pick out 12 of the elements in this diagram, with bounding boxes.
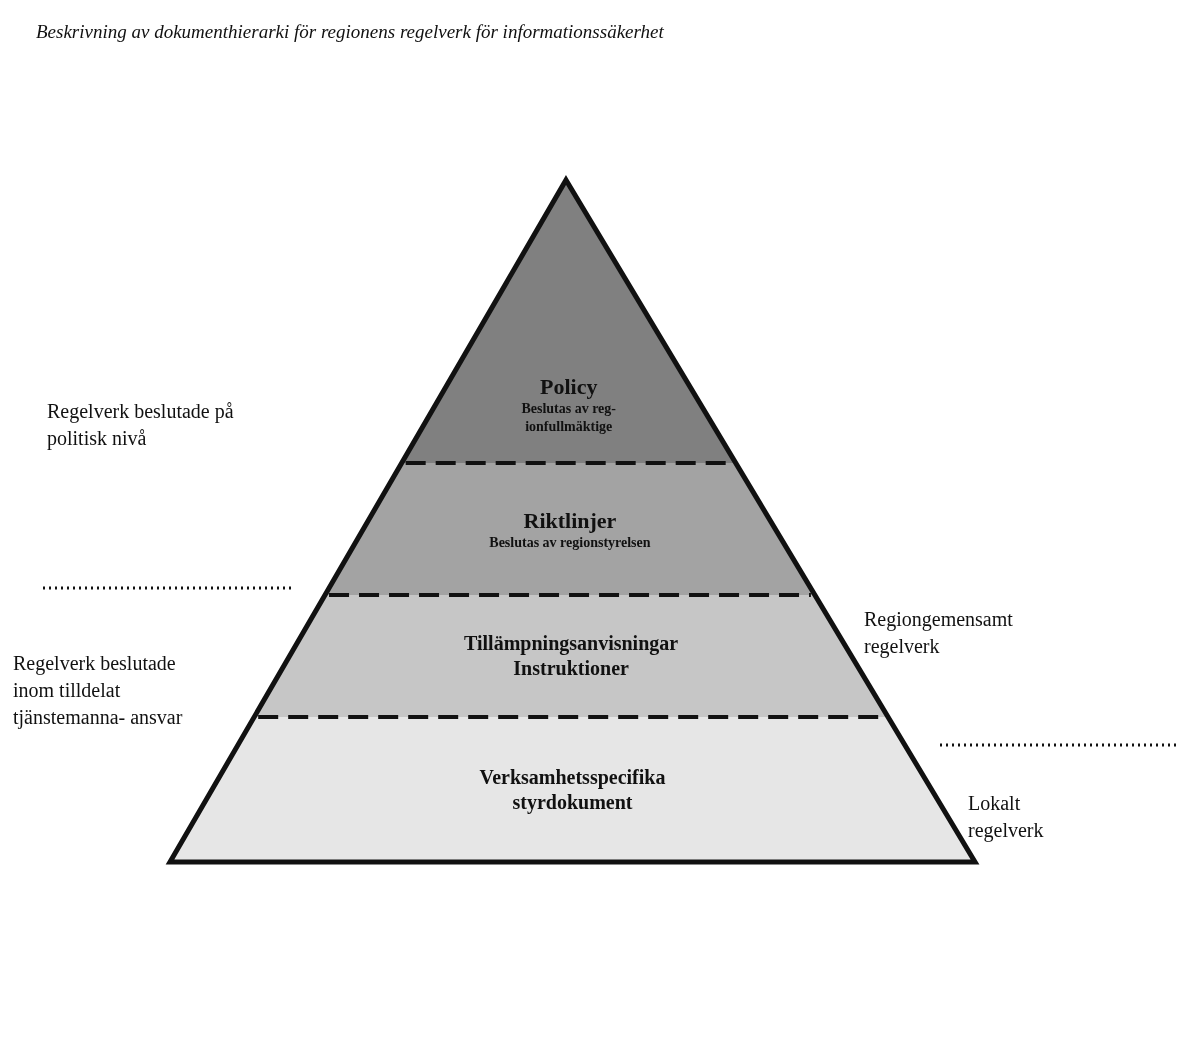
level-title: Verksamhetsspecifika styrdokument (478, 764, 667, 815)
side-label: Lokalt regelverk (968, 791, 1045, 844)
side-label: Regelverk beslutade på politisk nivå (47, 399, 235, 452)
pyramid-level (325, 463, 815, 595)
side-label: Regelverk beslutade inom tilldelat tjänstemanna- ansvar (13, 651, 183, 731)
side-label: Regiongemensamt regelverk (864, 607, 1014, 660)
level-title: Tillämpningsanvisningar Instruktioner (463, 631, 680, 681)
title: Beskrivning av dokumenthierarki för regionens regelverk för informationssäkerhet (36, 20, 664, 44)
level-title: Riktlinjer (523, 506, 617, 534)
level-title: Policy (539, 372, 598, 400)
level-note: Beslutas av reg- ionfullmäktige (520, 400, 617, 435)
level-note: Beslutas av regionstyrelsen (488, 534, 652, 552)
